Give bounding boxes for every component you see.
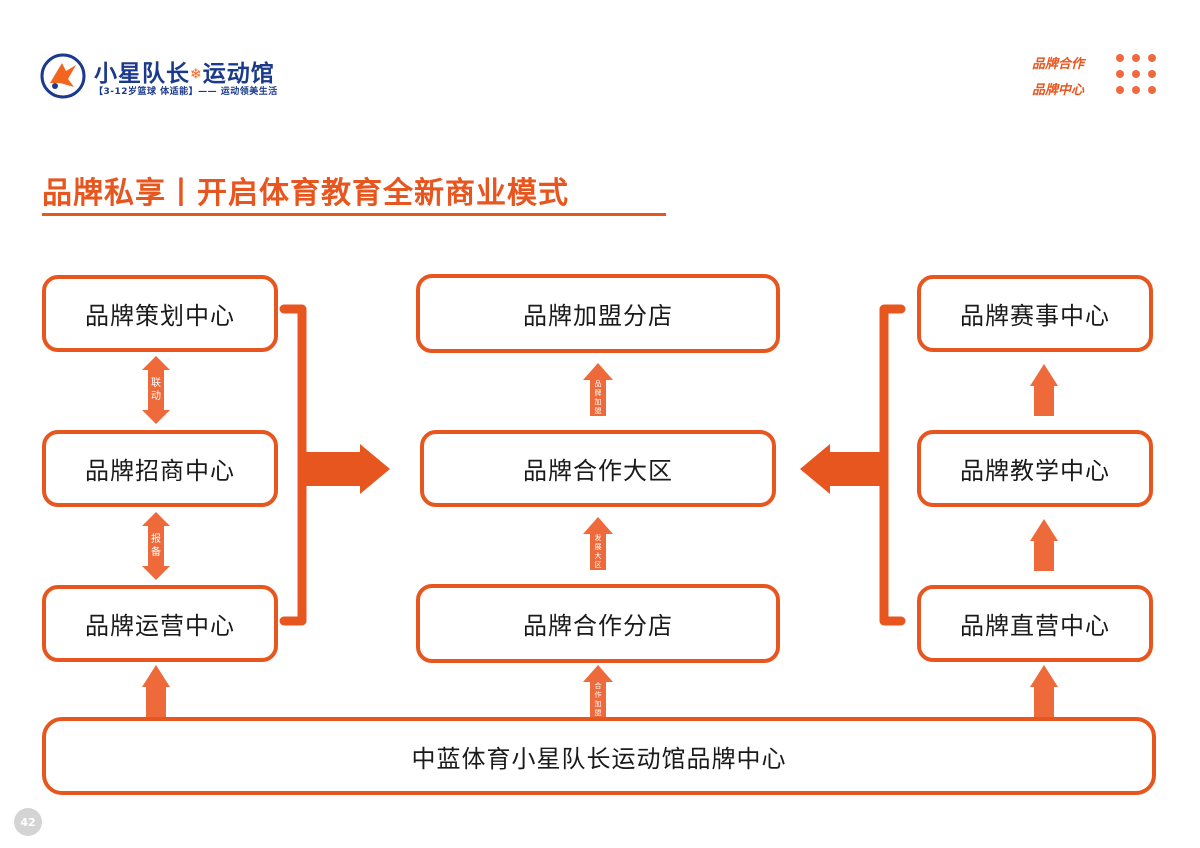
box-brand-direct: 品牌直营中心 <box>917 585 1153 662</box>
up-arrow-center-1 <box>583 363 613 416</box>
up-arrow-center-2 <box>583 517 613 570</box>
double-arrow-link <box>142 356 170 424</box>
link-label: 联动 <box>151 378 161 402</box>
box-brand-teaching: 品牌教学中心 <box>917 430 1153 507</box>
box-brand-events: 品牌赛事中心 <box>917 275 1153 352</box>
header-label-cooperation: 品牌合作 <box>1032 57 1085 72</box>
box-brand-center: 中蓝体育小星队长运动馆品牌中心 <box>42 717 1156 795</box>
page-title: 品牌私享丨开启体育教育全新商业模式 <box>42 176 569 211</box>
arrow-label-franchise: 品牌加盟 <box>594 380 602 415</box>
right-bracket <box>879 304 906 626</box>
arrow-left-big <box>800 444 880 494</box>
up-arrow-right-1 <box>1030 364 1058 416</box>
page-number: 42 <box>14 808 42 836</box>
arrow-label-cooperation: 合作加盟 <box>594 682 602 717</box>
header-label-center: 品牌中心 <box>1032 83 1085 98</box>
dot-grid-icon <box>1116 54 1156 94</box>
left-bracket <box>279 304 307 626</box>
up-arrow-bottom-left <box>142 665 170 718</box>
up-arrow-bottom-right <box>1030 665 1058 718</box>
arrow-right-big <box>306 444 390 494</box>
brand-tagline: 【3-12岁篮球 体适能】—— 运动领美生活 <box>94 87 278 97</box>
report-label: 报备 <box>151 534 161 558</box>
box-brand-investment: 品牌招商中心 <box>42 430 278 507</box>
up-arrow-right-2 <box>1030 519 1058 571</box>
up-arrow-center-3 <box>583 665 613 718</box>
double-arrow-report <box>142 512 170 580</box>
box-cooperation-region: 品牌合作大区 <box>420 430 776 507</box>
box-brand-planning: 品牌策划中心 <box>42 275 278 352</box>
box-franchise-store: 品牌加盟分店 <box>416 274 780 353</box>
box-cooperation-store: 品牌合作分店 <box>416 584 780 663</box>
logo-icon <box>40 53 86 99</box>
arrow-label-region: 发展大区 <box>594 534 602 569</box>
box-brand-operation: 品牌运营中心 <box>42 585 278 662</box>
title-underline <box>42 213 666 216</box>
brand-name: 小星队长❄运动馆 <box>94 61 275 87</box>
